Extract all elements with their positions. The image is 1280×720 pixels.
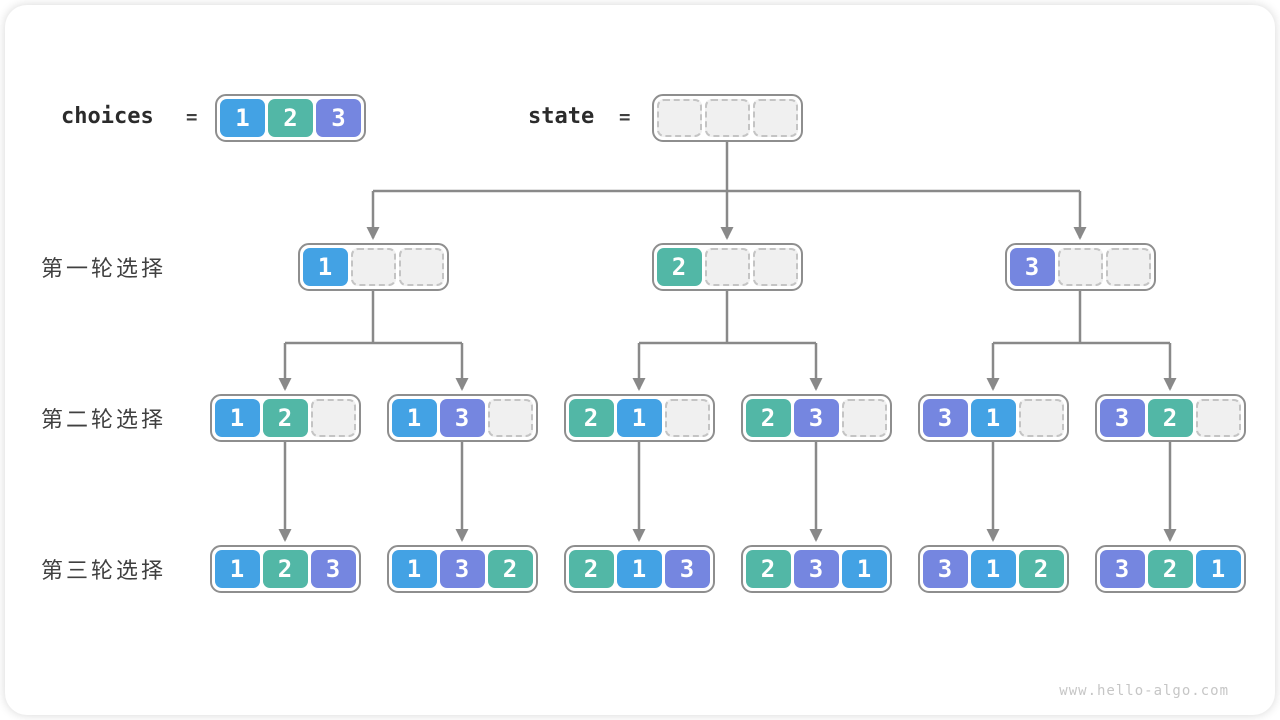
value-cell: 1 [970, 550, 1016, 588]
value-cell: 2 [568, 399, 614, 437]
value-cell: 3 [310, 550, 356, 588]
choices-label: choices [61, 104, 154, 129]
empty-cell [310, 399, 356, 437]
value-cell: 3 [793, 399, 839, 437]
empty-cell [1018, 399, 1064, 437]
value-cell: 1 [302, 248, 348, 286]
value-cell: 3 [664, 550, 710, 588]
empty-cell [664, 399, 710, 437]
value-cell: 3 [439, 399, 485, 437]
value-cell: 3 [439, 550, 485, 588]
empty-cell [350, 248, 396, 286]
value-cell: 3 [922, 550, 968, 588]
value-cell: 1 [970, 399, 1016, 437]
value-cell: 2 [745, 399, 791, 437]
value-cell: 1 [214, 399, 260, 437]
value-cell: 2 [262, 550, 308, 588]
value-cell: 2 [745, 550, 791, 588]
equals-sign: = [619, 106, 631, 128]
value-cell: 1 [220, 99, 265, 137]
empty-cell [657, 99, 702, 137]
value-cell: 2 [262, 399, 308, 437]
value-cell: 2 [1147, 399, 1193, 437]
state-array [652, 94, 803, 142]
value-cell: 1 [214, 550, 260, 588]
value-cell: 1 [841, 550, 887, 588]
empty-cell [753, 99, 798, 137]
value-cell: 1 [1195, 550, 1241, 588]
value-cell: 2 [1147, 550, 1193, 588]
value-cell: 3 [1099, 399, 1145, 437]
value-cell: 3 [793, 550, 839, 588]
value-cell: 3 [922, 399, 968, 437]
value-cell: 2 [268, 99, 313, 137]
value-cell: 2 [1018, 550, 1064, 588]
value-cell: 3 [316, 99, 361, 137]
value-cell: 3 [1099, 550, 1145, 588]
tree-node-level1-1: 1 [297, 243, 449, 291]
empty-cell [487, 399, 533, 437]
value-cell: 2 [487, 550, 533, 588]
empty-cell [705, 99, 750, 137]
tree-node-level1-2: 2 [651, 243, 803, 291]
row-label-round-2: 第二轮选择 [41, 407, 167, 432]
empty-cell [398, 248, 444, 286]
value-cell: 2 [656, 248, 702, 286]
value-cell: 3 [1009, 248, 1055, 286]
value-cell: 1 [616, 399, 662, 437]
value-cell: 2 [568, 550, 614, 588]
watermark-text: www.hello-algo.com [1059, 683, 1229, 699]
row-label-round-1: 第一轮选择 [41, 256, 167, 281]
empty-cell [841, 399, 887, 437]
value-cell: 1 [616, 550, 662, 588]
state-label: state [528, 104, 595, 129]
empty-cell [1195, 399, 1241, 437]
empty-cell [1057, 248, 1103, 286]
empty-cell [1105, 248, 1151, 286]
empty-cell [704, 248, 750, 286]
tree-node-level1-3: 3 [1004, 243, 1156, 291]
row-label-round-3: 第三轮选择 [41, 558, 167, 583]
equals-sign: = [186, 106, 198, 128]
value-cell: 1 [391, 550, 437, 588]
empty-cell [752, 248, 798, 286]
value-cell: 1 [391, 399, 437, 437]
